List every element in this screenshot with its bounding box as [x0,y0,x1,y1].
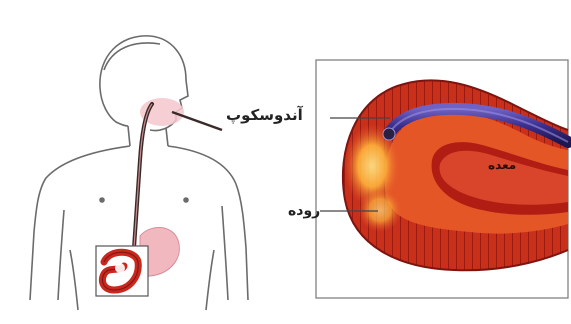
endoscope-label: آندوسکوپ [226,106,303,124]
intestine-label: روده [288,203,320,219]
endoscope-tip [383,128,395,140]
stomach-label: معده [488,158,516,172]
endoscope-external-line [172,112,222,130]
